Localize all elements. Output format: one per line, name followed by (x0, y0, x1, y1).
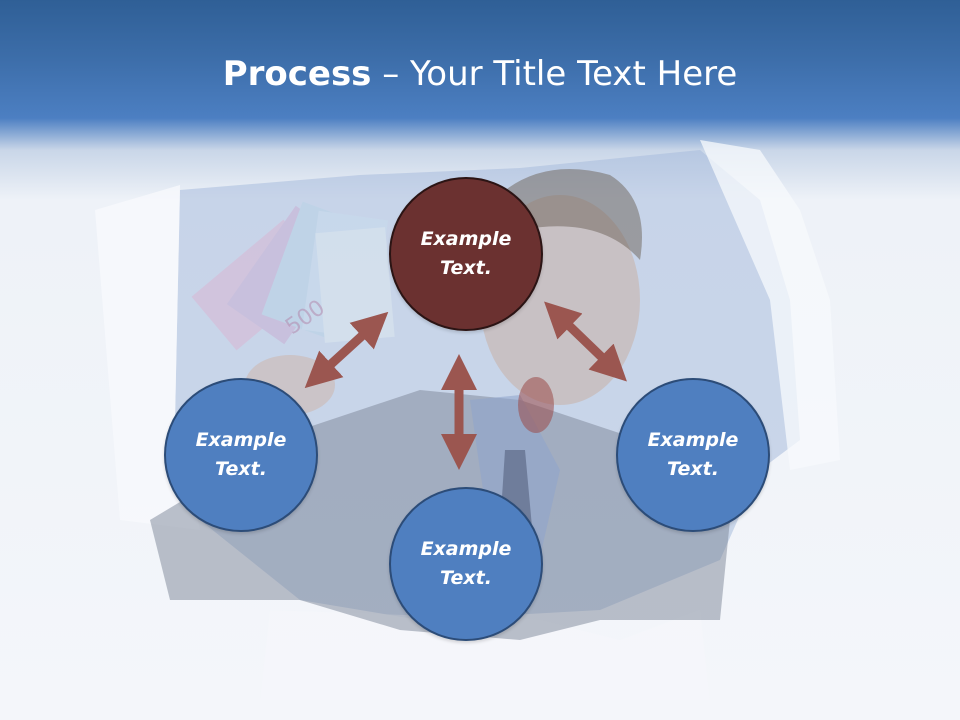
arrow-top-left (304, 311, 389, 389)
process-step-left: Example Text. (164, 378, 318, 532)
title-bold: Process (222, 54, 372, 94)
process-step-bottom: Example Text. (389, 487, 543, 641)
step-label: Example Text. (647, 429, 739, 480)
step-label: Example Text. (420, 538, 512, 589)
title-rest: – Your Title Text Here (371, 54, 738, 94)
step-label: Example Text. (195, 429, 287, 480)
process-step-top: Example Text. (389, 177, 543, 331)
page-title: Process – Your Title Text Here (0, 52, 960, 96)
process-step-right: Example Text. (616, 378, 770, 532)
step-label: Example Text. (420, 228, 512, 279)
arrow-top-right (544, 301, 627, 382)
